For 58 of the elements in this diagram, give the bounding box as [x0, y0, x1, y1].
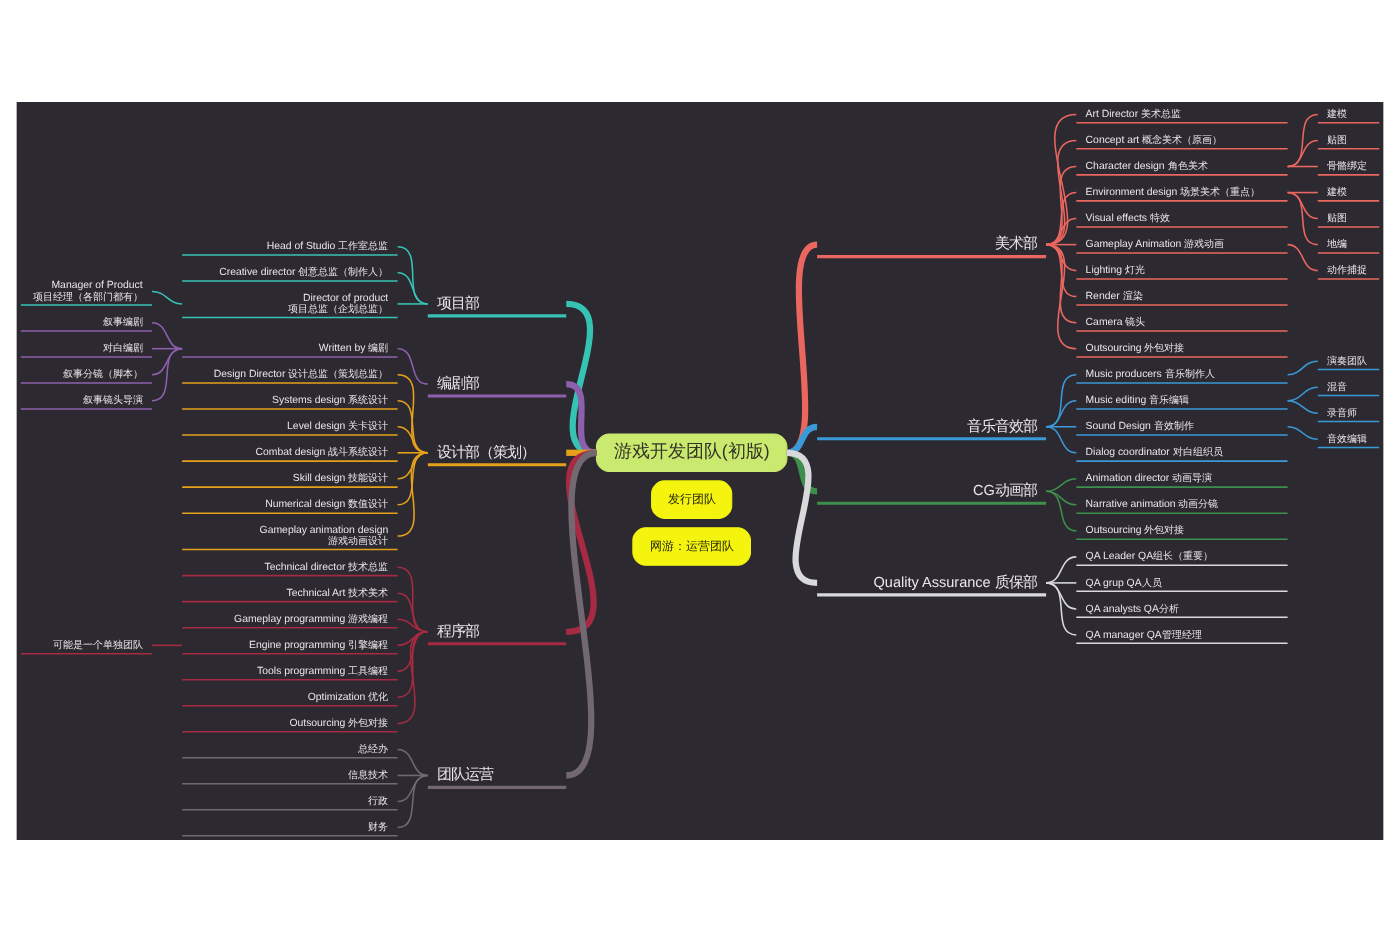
connector [396, 748, 429, 777]
connector [1286, 191, 1319, 246]
connector [151, 347, 183, 376]
connector [1286, 386, 1319, 402]
connector [1045, 582, 1078, 584]
connector [396, 452, 429, 506]
connector [396, 618, 429, 633]
connector [1286, 399, 1319, 414]
connector [396, 774, 429, 803]
connector [1286, 139, 1319, 168]
connector [151, 347, 183, 350]
connector [1045, 399, 1078, 428]
connector [1045, 191, 1078, 246]
connector [1286, 191, 1319, 194]
connector [1286, 191, 1319, 220]
connector [396, 452, 429, 480]
connector [1045, 478, 1078, 493]
connector [1045, 426, 1078, 454]
connector [1286, 426, 1319, 441]
connector [151, 290, 183, 305]
connector [396, 631, 429, 725]
connector [396, 426, 429, 454]
connector [1045, 217, 1078, 246]
connector [396, 452, 429, 454]
connector [396, 245, 429, 305]
connector [396, 774, 429, 777]
connector [1045, 165, 1078, 246]
connector [396, 347, 429, 385]
connector [1045, 139, 1078, 246]
connector [1045, 556, 1078, 584]
connector [1286, 243, 1319, 272]
connector [1045, 490, 1078, 532]
connector [396, 592, 429, 633]
connector [151, 347, 183, 402]
connector [151, 321, 183, 350]
connector [1045, 582, 1078, 610]
connector [1045, 113, 1078, 246]
connector [1045, 582, 1078, 636]
connector [396, 452, 429, 537]
connector [1286, 113, 1319, 168]
connector [1045, 243, 1078, 298]
connector [1286, 360, 1319, 376]
connector [396, 566, 429, 633]
connector [396, 774, 429, 829]
connector [396, 271, 429, 305]
connector [151, 644, 183, 647]
connector [1045, 373, 1078, 428]
connector [1045, 490, 1078, 506]
connector [396, 399, 429, 454]
connector [1286, 165, 1319, 168]
connector [1045, 243, 1078, 350]
connector [396, 303, 429, 305]
connector [1045, 426, 1078, 428]
connector [396, 373, 429, 454]
node-box: 游戏开发团队(初版) [595, 433, 788, 473]
connector [1045, 243, 1078, 324]
connector [786, 423, 818, 456]
connector [396, 631, 429, 699]
